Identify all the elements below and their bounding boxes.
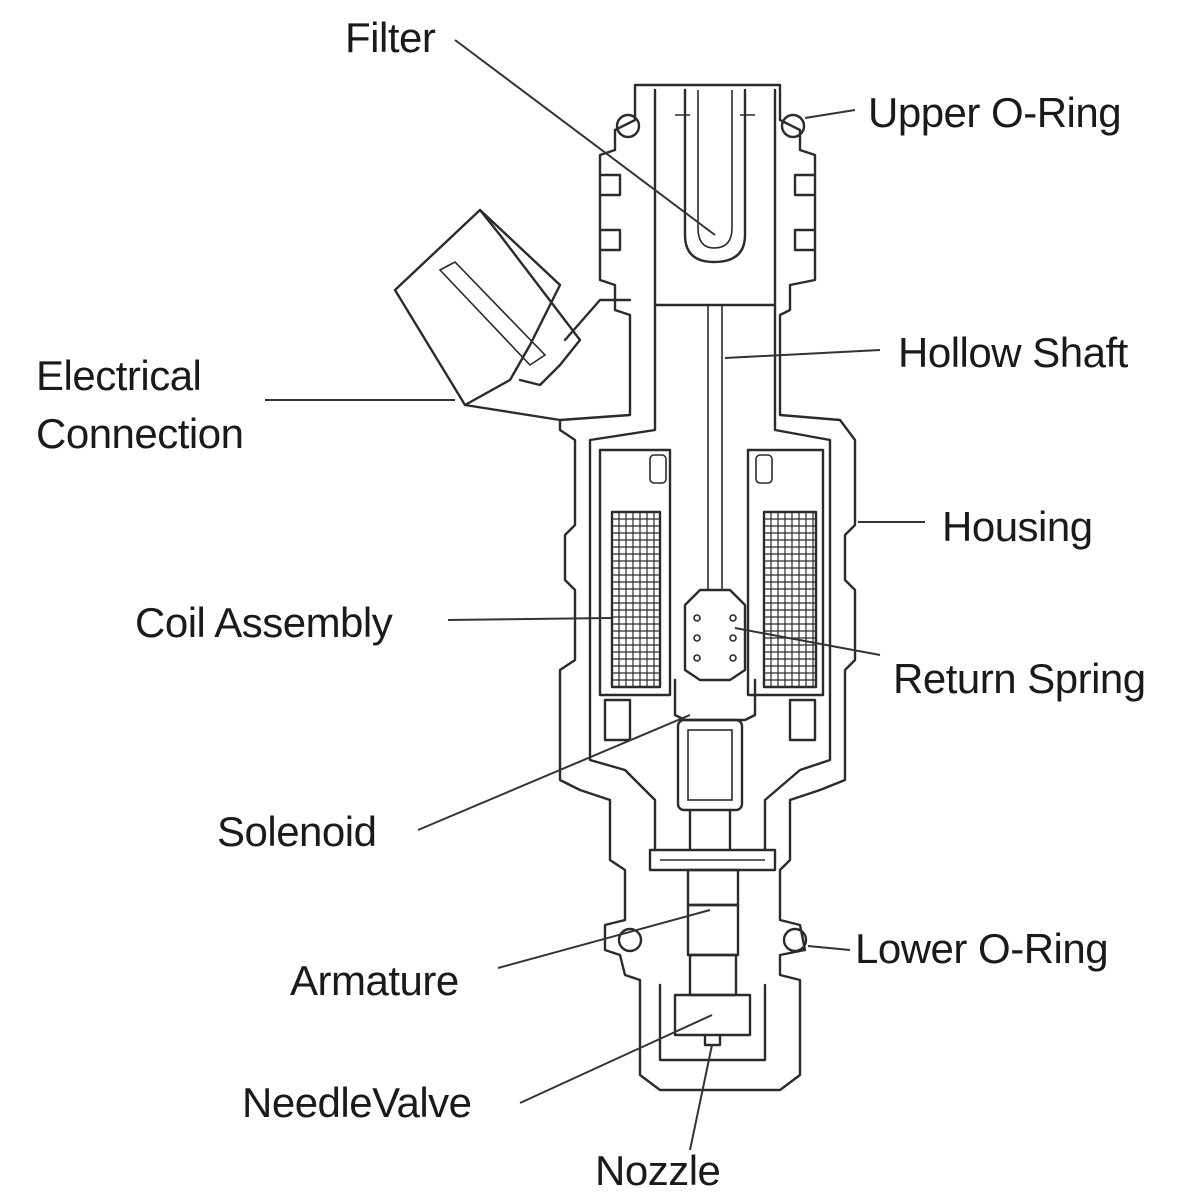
- label-hollow-shaft: Hollow Shaft: [898, 329, 1128, 376]
- hollow-shaft: [707, 305, 723, 590]
- label-solenoid: Solenoid: [217, 808, 377, 855]
- leader-return-spring: [734, 627, 881, 656]
- solenoid-core: [673, 678, 757, 722]
- label-nozzle: Nozzle: [595, 1147, 721, 1194]
- needle-valve: [658, 983, 767, 1062]
- label-upper-o-ring: Upper O-Ring: [868, 89, 1122, 136]
- leader-filter: [454, 39, 716, 236]
- label-electrical-connection-line2: Connection: [36, 410, 244, 457]
- label-lower-o-ring: Lower O-Ring: [855, 925, 1109, 972]
- housing-outline: [558, 83, 857, 1092]
- leader-lower-o-ring: [807, 945, 851, 951]
- upper-o-ring-right: [780, 113, 806, 139]
- leader-armature: [497, 909, 711, 969]
- leader-hollow-shaft: [724, 349, 881, 359]
- filter-tube: [683, 88, 747, 264]
- leader-solenoid: [417, 714, 691, 831]
- label-housing: Housing: [942, 503, 1093, 550]
- leader-upper-o-ring: [804, 109, 856, 119]
- leader-needle-valve: [519, 1014, 713, 1104]
- label-filter: Filter: [345, 14, 436, 61]
- leader-nozzle: [689, 1044, 713, 1151]
- return-spring-housing: [683, 588, 747, 682]
- label-return-spring: Return Spring: [893, 655, 1146, 702]
- label-coil-assembly: Coil Assembly: [135, 599, 393, 646]
- label-electrical-connection-line1: Electrical: [36, 352, 202, 399]
- label-armature: Armature: [290, 957, 459, 1004]
- label-needle-valve: NeedleValve: [242, 1079, 472, 1126]
- upper-o-ring-left: [615, 113, 641, 139]
- return-spring: [693, 614, 737, 662]
- lower-o-ring-left: [617, 927, 643, 953]
- coil-assembly-right: [746, 448, 825, 697]
- coil-assembly-left: [598, 448, 672, 697]
- leader-coil-assembly: [447, 617, 613, 621]
- electrical-connector: [393, 208, 632, 422]
- armature-body: [648, 718, 777, 997]
- lower-o-ring-right: [782, 927, 808, 953]
- inner-housing-outline: [588, 88, 832, 852]
